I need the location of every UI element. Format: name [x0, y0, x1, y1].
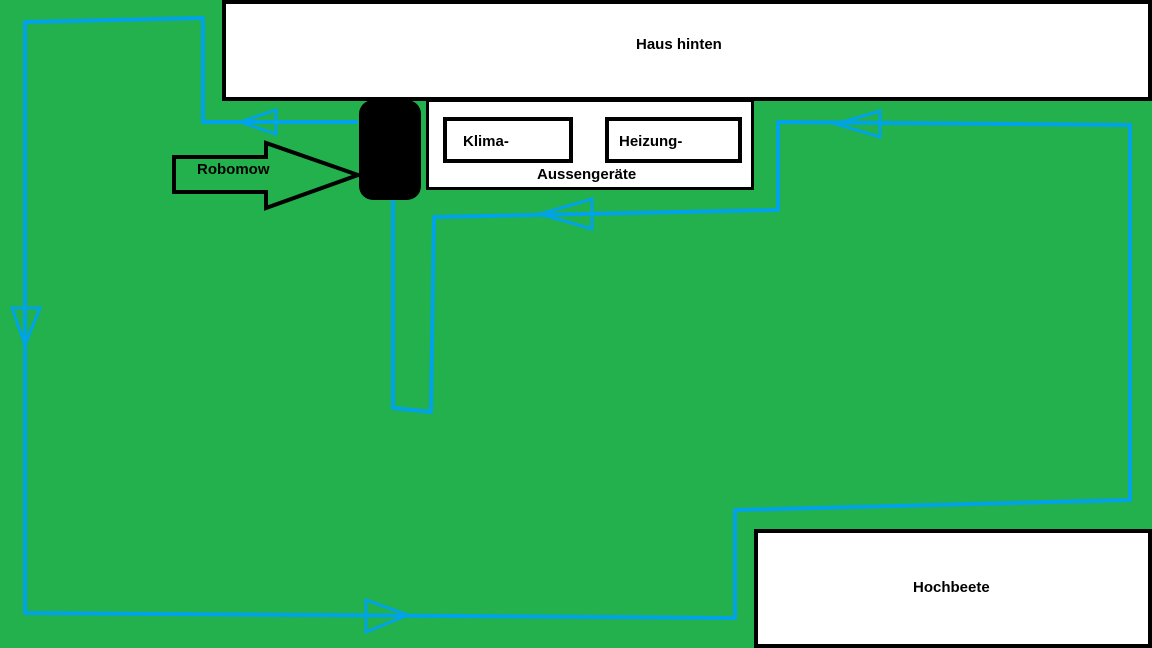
wire-direction-arrow-icon: [235, 107, 278, 137]
robomow-label: Robomow: [197, 161, 270, 178]
ac-unit-label: Klima-: [463, 133, 509, 150]
wire-direction-arrow-icon: [9, 306, 43, 350]
wire-direction-arrow-icon: [830, 108, 882, 140]
house-back-label: Haus hinten: [636, 36, 722, 53]
wire-direction-arrow-icon: [364, 597, 413, 635]
heating-unit-box: Heizung-: [605, 117, 742, 163]
charging-station-icon: [359, 100, 421, 200]
house-back-box: Haus hinten: [222, 0, 1152, 101]
outdoor-units-box: Klima- Heizung- Aussengeräte: [426, 99, 754, 190]
raised-beds-box: Hochbeete: [754, 529, 1152, 648]
robomow-arrow-icon: [172, 140, 365, 211]
wire-direction-arrow-icon: [534, 197, 594, 231]
boundary-wire-outer: [23, 16, 1132, 620]
ac-unit-box: Klima-: [443, 117, 573, 163]
heating-unit-label: Heizung-: [619, 133, 683, 150]
outdoor-units-label: Aussengeräte: [537, 166, 637, 183]
raised-beds-label: Hochbeete: [913, 579, 990, 596]
